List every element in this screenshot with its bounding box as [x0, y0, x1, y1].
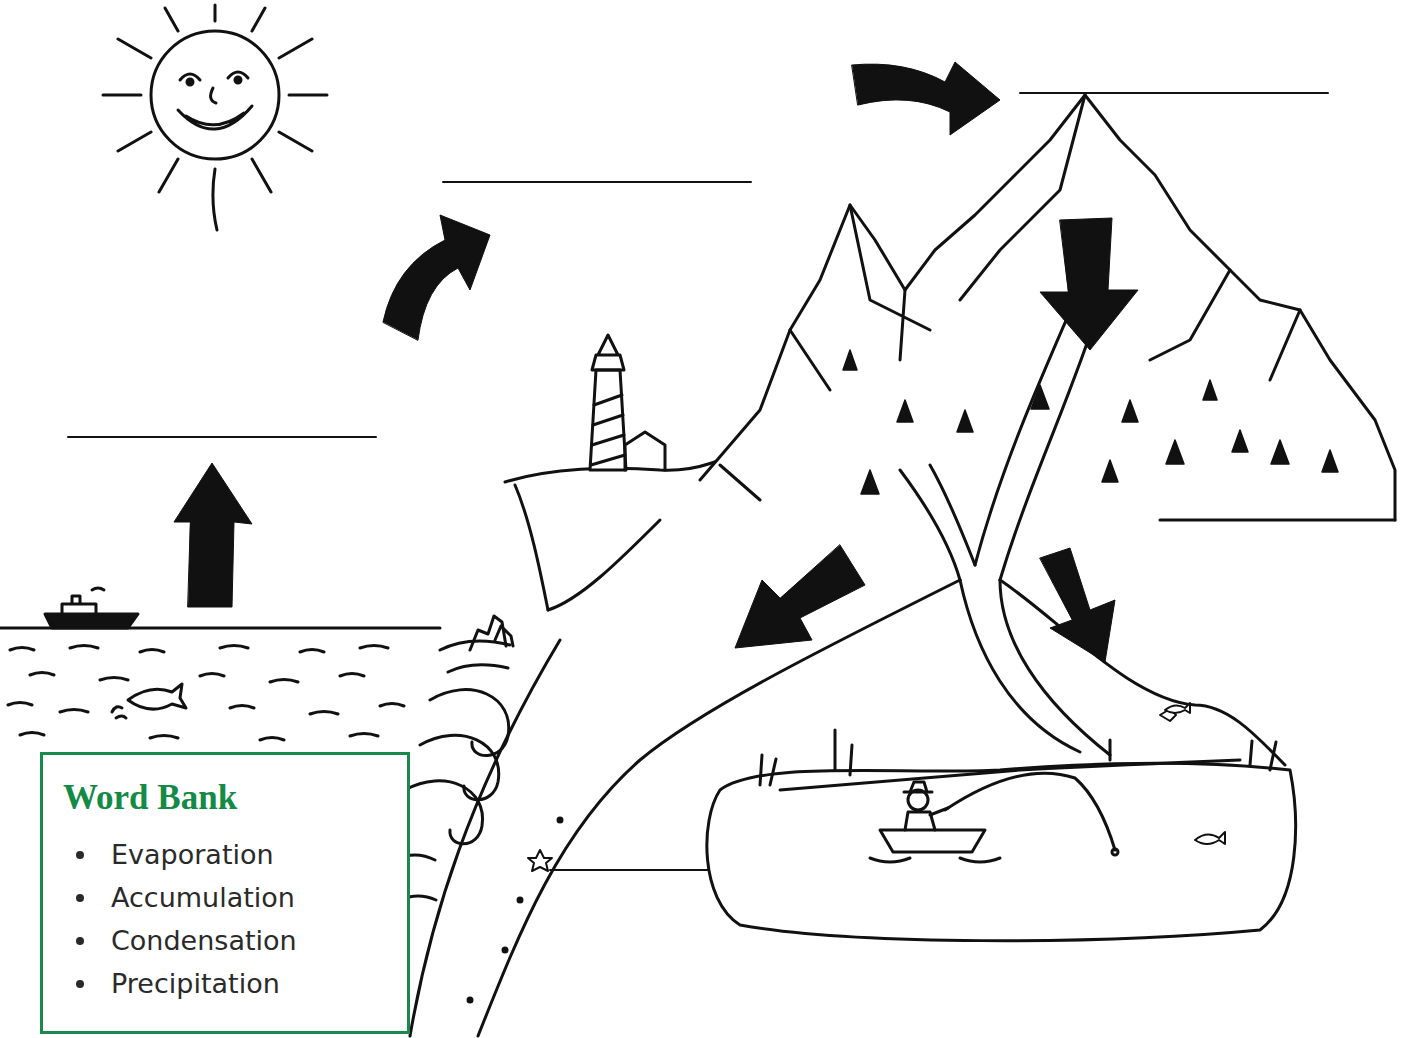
word-bank-term: Evaporation [111, 833, 385, 876]
rivers [975, 300, 1100, 580]
rivers [900, 465, 975, 580]
shore [420, 735, 499, 799]
lake [1112, 849, 1118, 855]
sea [62, 596, 96, 614]
word-bank-heading: Word Bank [63, 777, 385, 819]
shore [395, 440, 960, 1036]
lake [904, 782, 932, 792]
sea [30, 673, 364, 683]
answer-line [1020, 92, 1328, 94]
mountains [790, 95, 1300, 390]
lake [870, 858, 1000, 862]
answer-line [68, 436, 376, 438]
sun [103, 5, 327, 230]
lighthouse [592, 335, 624, 370]
cycle-arrow [174, 62, 1138, 662]
word-bank-term: Precipitation [111, 962, 385, 1005]
shore [528, 850, 552, 871]
shore [548, 520, 660, 610]
shore [515, 485, 548, 610]
lake [905, 808, 948, 830]
lake [880, 830, 985, 852]
shore [558, 818, 562, 822]
rivers [1000, 580, 1285, 765]
lighthouse [590, 335, 665, 470]
sun [187, 79, 193, 85]
sea [112, 707, 126, 718]
cycle-arrow [852, 62, 1000, 135]
rivers [900, 300, 1285, 765]
shore [470, 616, 513, 650]
sea [92, 588, 104, 590]
sun [151, 31, 279, 159]
lake [707, 703, 1296, 941]
sea [128, 684, 186, 709]
lighthouse [590, 370, 626, 470]
word-bank-term: Accumulation [111, 876, 385, 919]
sea [10, 646, 388, 653]
word-bank-box: Word BankEvaporationAccumulationCondensa… [40, 752, 410, 1034]
shore [430, 690, 509, 756]
cycle-arrow [1040, 548, 1115, 662]
sea [0, 588, 440, 740]
word-bank-term: Condensation [111, 919, 385, 962]
cycle-arrow [174, 463, 252, 607]
trees [843, 350, 1338, 494]
trees [843, 350, 1338, 494]
shore [518, 898, 522, 902]
mountains [700, 95, 1395, 520]
cycle-arrow [1040, 218, 1138, 350]
sun [235, 77, 241, 83]
lake [945, 773, 1115, 850]
answer-line [443, 181, 751, 183]
cycle-arrow [383, 215, 490, 340]
cycle-arrow [735, 545, 865, 648]
sun [178, 106, 252, 129]
shore [405, 781, 483, 844]
shore [468, 998, 472, 1002]
shore [503, 948, 507, 952]
sea [45, 614, 138, 628]
sun [211, 88, 216, 103]
lake [1165, 703, 1225, 844]
mountains [700, 95, 1395, 520]
sun [103, 5, 327, 230]
sea [20, 733, 378, 741]
lighthouse [625, 432, 665, 470]
sea [8, 703, 404, 715]
shore [395, 641, 510, 900]
mountains [720, 465, 1395, 520]
lake [780, 760, 1240, 790]
shore [410, 640, 560, 1036]
lighthouse [591, 395, 625, 465]
